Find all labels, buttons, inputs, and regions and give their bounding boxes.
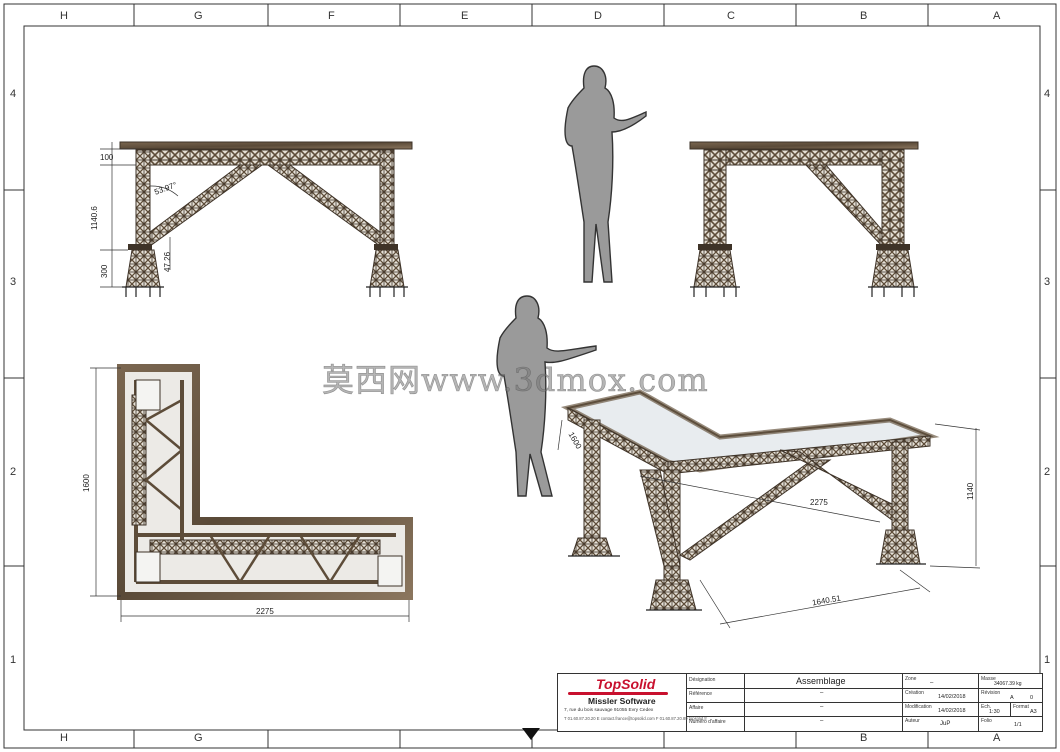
dim-front-top: 100 <box>100 153 114 162</box>
person-silhouette-upper <box>564 65 647 283</box>
dim-iso-height: 1140 <box>966 482 975 500</box>
col-label-E: E <box>461 10 469 22</box>
col-label-A: A <box>993 10 1001 22</box>
row-label-2: 2 <box>10 466 17 478</box>
revision-value: A <box>1010 695 1014 701</box>
auteur-value: JuP <box>940 721 951 727</box>
topsolid-logo: TopSolid <box>596 676 656 692</box>
modification-value: 14/02/2018 <box>938 708 966 714</box>
dim-plan-height: 1600 <box>82 474 91 492</box>
sheet-center-marker-icon <box>522 728 540 740</box>
company-name: Missler Software <box>588 696 656 706</box>
col-label-C: C <box>727 10 735 22</box>
person-silhouette-lower <box>496 295 597 497</box>
col-label-B-bottom: B <box>860 732 868 744</box>
col-label-H: H <box>60 10 68 22</box>
revision-number: 0 <box>1030 695 1034 701</box>
designation-value: Assemblage <box>796 676 846 686</box>
designation-label: Désignation <box>689 677 716 683</box>
col-label-D: D <box>594 10 602 22</box>
col-label-B: B <box>860 10 868 22</box>
numero-label: Numéro d'affaire <box>689 719 726 725</box>
col-label-G-bottom: G <box>194 732 203 744</box>
reference-label: Référence <box>689 691 713 697</box>
creation-value: 14/02/2018 <box>938 694 966 700</box>
revision-label: Révision <box>981 690 1001 696</box>
echelle-value: 1:30 <box>989 709 1000 715</box>
row-label-1: 1 <box>10 654 17 666</box>
front-view <box>100 141 413 297</box>
title-block: TopSolid Missler Software 7, rue du bois… <box>557 673 1043 732</box>
logo-swoosh-icon <box>568 692 668 695</box>
iso-view <box>557 389 981 629</box>
auteur-label: Auteur <box>905 718 920 724</box>
company-address: 7, rue du bois sauvage 91055 Evry Cedex <box>564 708 654 713</box>
zone-label: Zone <box>905 676 917 682</box>
dim-plan-width: 2275 <box>256 607 274 616</box>
watermark-text: 莫西网www.3dmox.com <box>322 361 709 400</box>
folio-value: 1/1 <box>1014 722 1022 728</box>
affaire-label: Affaire <box>689 705 704 711</box>
masse-label: Masse <box>981 676 996 682</box>
zone-value: – <box>930 680 934 686</box>
company-contact: T 01.60.87.20.20 E contact.france@topsol… <box>564 716 707 721</box>
affaire-value: – <box>820 704 824 710</box>
dim-front-small: 47.26 <box>163 251 172 272</box>
col-label-G: G <box>194 10 203 22</box>
masse-value: 34067.39 kg <box>994 681 1022 687</box>
company-logo-cell: TopSolid Missler Software 7, rue du bois… <box>558 674 707 731</box>
row-label-3-right: 3 <box>1044 276 1051 288</box>
col-label-H-bottom: H <box>60 732 68 744</box>
row-label-1-right: 1 <box>1044 654 1051 666</box>
row-label-4: 4 <box>10 88 17 100</box>
col-label-F: F <box>328 10 335 22</box>
dim-iso-width: 2275 <box>810 498 828 507</box>
row-label-2-right: 2 <box>1044 466 1051 478</box>
echelle-label: Ech. <box>981 704 992 710</box>
col-label-A-bottom: A <box>993 732 1001 744</box>
format-value: A3 <box>1030 709 1037 715</box>
format-label: Format <box>1013 704 1029 710</box>
numero-value: – <box>820 718 824 724</box>
reference-value: – <box>820 690 824 696</box>
dim-front-base: 300 <box>100 264 109 278</box>
side-view <box>689 141 919 297</box>
plan-view <box>90 364 413 622</box>
creation-label: Création <box>905 690 924 696</box>
modification-label: Modification <box>905 704 932 710</box>
row-label-4-right: 4 <box>1044 88 1051 100</box>
dim-front-height: 1140.6 <box>90 206 99 230</box>
folio-label: Folio <box>981 718 992 724</box>
row-label-3: 3 <box>10 276 17 288</box>
